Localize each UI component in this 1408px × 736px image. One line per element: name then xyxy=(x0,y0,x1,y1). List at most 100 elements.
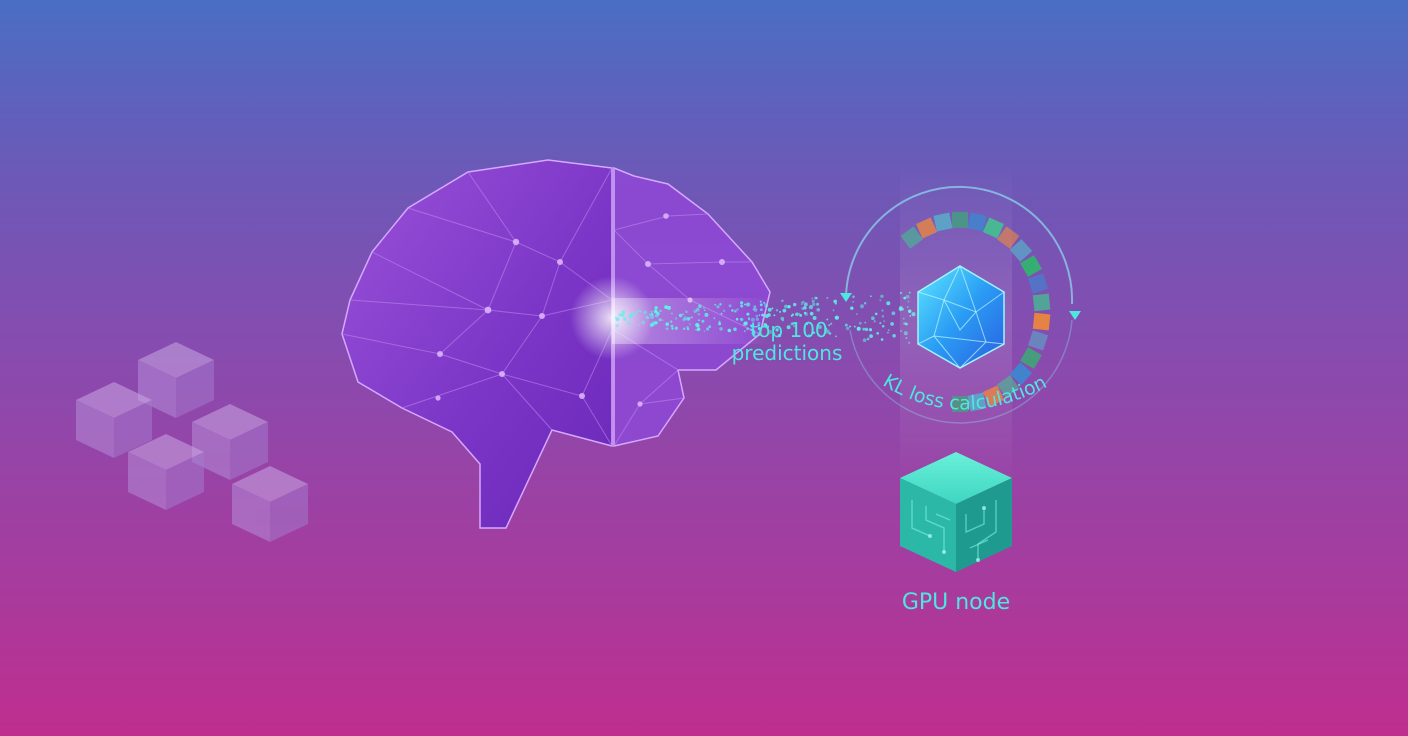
particle xyxy=(859,304,865,309)
brain-left-lobe xyxy=(341,159,613,529)
particle xyxy=(818,334,821,337)
particle xyxy=(891,311,896,316)
particle xyxy=(739,318,743,321)
particle xyxy=(825,329,830,334)
particle xyxy=(671,312,673,315)
particle xyxy=(856,326,861,331)
particle xyxy=(742,322,747,327)
particle xyxy=(824,327,828,331)
particle xyxy=(617,313,622,318)
particle xyxy=(648,313,651,316)
particle xyxy=(728,304,732,308)
particle xyxy=(704,312,709,317)
token-tile xyxy=(900,226,923,249)
token-tile xyxy=(1027,330,1049,351)
particle xyxy=(650,312,654,316)
particle xyxy=(869,334,873,338)
particle xyxy=(886,301,891,306)
token-tile xyxy=(967,212,987,232)
data-cubes xyxy=(76,342,308,542)
particle xyxy=(697,312,701,316)
particle xyxy=(864,327,869,332)
prediction-label-line2: predictions xyxy=(732,341,843,365)
particle xyxy=(731,309,734,312)
particle xyxy=(664,305,668,309)
particle xyxy=(702,307,705,309)
particle xyxy=(876,332,879,335)
token-tile xyxy=(1032,293,1051,312)
particle xyxy=(845,326,850,331)
particle xyxy=(803,305,807,310)
particle xyxy=(767,307,772,312)
particle xyxy=(753,305,757,309)
particle xyxy=(674,326,678,330)
particle xyxy=(834,315,839,320)
token-tile xyxy=(1027,273,1049,294)
particle xyxy=(804,312,808,316)
ring-arrow-left-icon xyxy=(840,293,852,302)
particle xyxy=(866,337,870,341)
particle xyxy=(620,314,623,317)
particle xyxy=(752,308,755,311)
particle xyxy=(686,317,690,321)
particle xyxy=(630,314,633,317)
particle xyxy=(763,323,768,327)
particle xyxy=(746,312,750,316)
brain-model-icon xyxy=(341,159,772,529)
particle xyxy=(689,323,692,326)
particle xyxy=(765,325,770,329)
particle xyxy=(879,322,882,325)
token-tile xyxy=(952,396,968,412)
token-tile xyxy=(1020,347,1042,369)
gpu-node-label: GPU node xyxy=(902,590,1010,615)
particle xyxy=(773,332,776,335)
token-tile xyxy=(1020,255,1042,277)
particle xyxy=(748,318,750,321)
token-tile xyxy=(997,375,1020,398)
particle xyxy=(740,301,744,305)
particle xyxy=(835,335,837,338)
particle xyxy=(722,309,726,312)
token-tile xyxy=(1009,239,1033,262)
particle xyxy=(833,299,838,304)
particle xyxy=(852,295,855,299)
particle xyxy=(682,327,686,331)
particle xyxy=(670,324,674,328)
gpu-cube-right xyxy=(956,478,1012,572)
particle xyxy=(781,299,784,303)
token-tile xyxy=(933,212,953,232)
particle xyxy=(734,310,737,313)
particle xyxy=(790,322,794,326)
particle xyxy=(631,312,635,316)
particle xyxy=(689,316,692,319)
particle xyxy=(874,312,878,316)
prediction-particle-stream xyxy=(614,291,916,344)
particle xyxy=(790,314,793,317)
particle xyxy=(752,330,756,334)
ring-arrow-right-icon xyxy=(1069,311,1081,320)
particle xyxy=(864,321,867,324)
particle xyxy=(678,313,683,318)
particle xyxy=(780,316,785,321)
particle xyxy=(621,313,625,317)
particle xyxy=(636,311,639,314)
particle xyxy=(733,327,737,332)
particle xyxy=(659,309,662,313)
particle xyxy=(639,310,642,313)
particle xyxy=(653,309,658,314)
particle xyxy=(811,299,815,303)
particle xyxy=(759,303,763,307)
particle xyxy=(643,310,647,315)
particle xyxy=(671,327,674,330)
particle xyxy=(826,318,829,321)
particle xyxy=(761,313,765,317)
token-tile xyxy=(982,385,1004,407)
particle xyxy=(654,313,659,318)
loss-ring xyxy=(840,185,1081,424)
particle xyxy=(719,303,722,306)
particle xyxy=(862,327,866,331)
particle xyxy=(844,323,848,327)
particle xyxy=(714,303,717,306)
particle xyxy=(701,319,705,323)
